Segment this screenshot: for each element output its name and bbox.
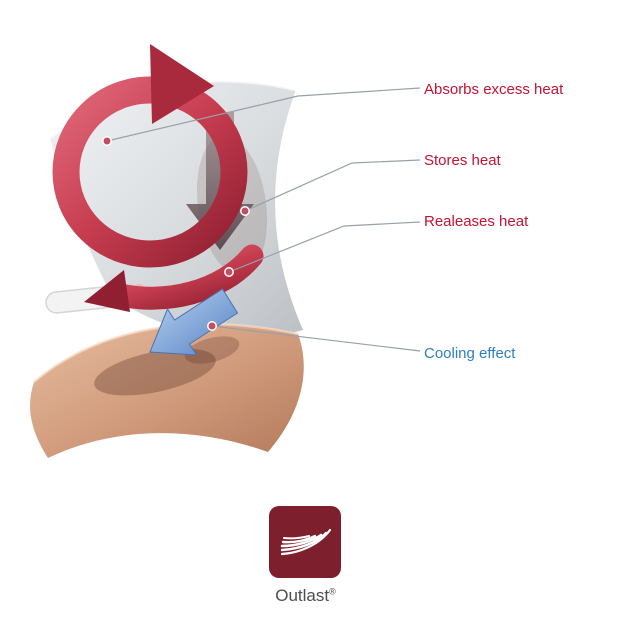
leader-line-releases <box>228 221 421 273</box>
registered-trademark-symbol: ® <box>329 586 336 597</box>
outlast-wordmark-text: Outlast <box>275 586 330 605</box>
leader-dot-absorbs <box>102 136 112 146</box>
leader-line-cooling <box>211 325 421 352</box>
skin-layer-graphic <box>30 322 304 458</box>
leader-line-absorbs <box>106 87 421 142</box>
leader-dot-releases <box>224 267 234 277</box>
outlast-swoosh-icon <box>280 528 332 556</box>
outlast-logo-tile <box>269 506 341 578</box>
leader-dot-cooling <box>207 321 217 331</box>
leader-lines <box>106 87 421 352</box>
leader-line-stores <box>244 159 421 212</box>
cooling-arrow-graphic <box>149 288 239 356</box>
outlast-wordmark: Outlast® <box>233 586 378 606</box>
leader-dot-stores <box>240 206 250 216</box>
leader-dots <box>102 136 250 331</box>
label-absorbs-excess-heat: Absorbs excess heat <box>424 81 564 98</box>
label-releases-heat: Realeases heat <box>424 213 529 230</box>
label-cooling-effect: Cooling effect <box>424 345 516 362</box>
heat-cycle-ring-arrow-graphic <box>52 44 248 268</box>
label-stores-heat: Stores heat <box>424 152 501 169</box>
